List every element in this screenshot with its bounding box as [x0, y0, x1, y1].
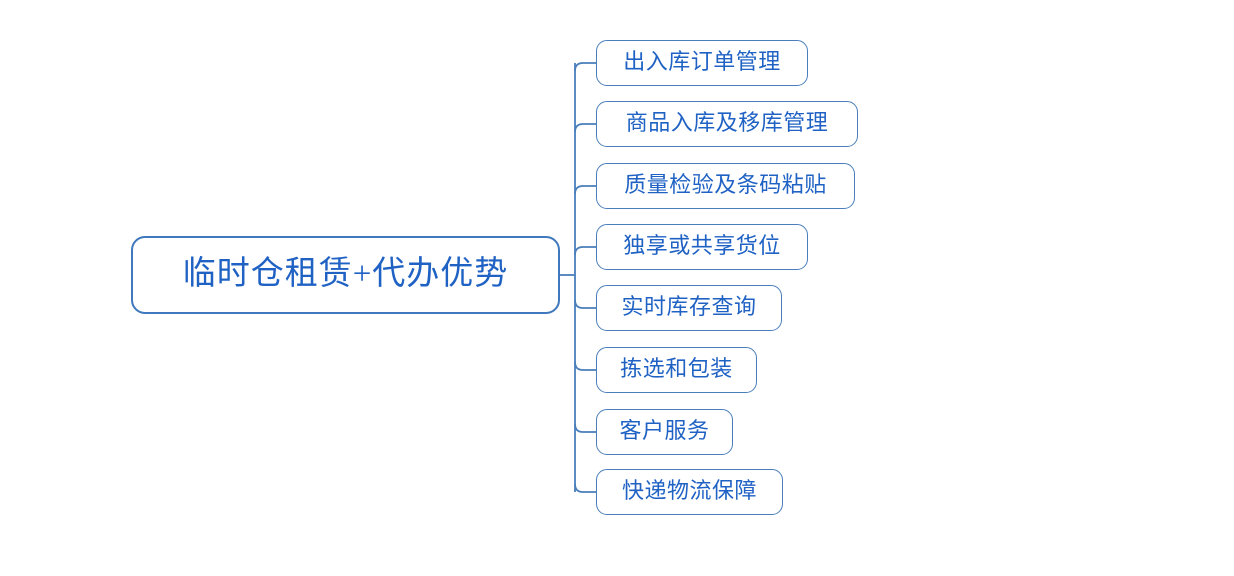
branch-node-label: 独享或共享货位 [623, 233, 781, 258]
connector-line [574, 483, 596, 493]
branch-node-label: 实时库存查询 [621, 294, 757, 319]
connector-line [574, 361, 596, 371]
connector-line [574, 62, 596, 72]
branch-node[interactable]: 拣选和包装 [596, 347, 757, 393]
branch-node[interactable]: 商品入库及移库管理 [596, 101, 858, 147]
branch-node[interactable]: 实时库存查询 [596, 285, 782, 331]
branch-node[interactable]: 出入库订单管理 [596, 40, 808, 86]
root-node[interactable]: 临时仓租赁+代办优势 [131, 236, 560, 314]
branch-node[interactable]: 快递物流保障 [596, 469, 783, 515]
branch-node-label: 客户服务 [619, 418, 710, 443]
connector-line [574, 246, 596, 256]
branch-node[interactable]: 客户服务 [596, 409, 733, 455]
connector-line [574, 123, 596, 133]
root-node-label: 临时仓租赁+代办优势 [182, 255, 509, 292]
connector-line [574, 185, 596, 195]
branch-node-label: 商品入库及移库管理 [625, 110, 829, 135]
branch-node-label: 拣选和包装 [620, 356, 733, 381]
branch-node-label: 出入库订单管理 [623, 49, 781, 74]
branch-node-label: 快递物流保障 [621, 478, 757, 503]
branch-node-label: 质量检验及条码粘贴 [624, 172, 827, 197]
branch-node[interactable]: 独享或共享货位 [596, 224, 808, 270]
connector-line [574, 299, 596, 309]
connector-line [574, 423, 596, 433]
branch-node[interactable]: 质量检验及条码粘贴 [596, 163, 855, 209]
